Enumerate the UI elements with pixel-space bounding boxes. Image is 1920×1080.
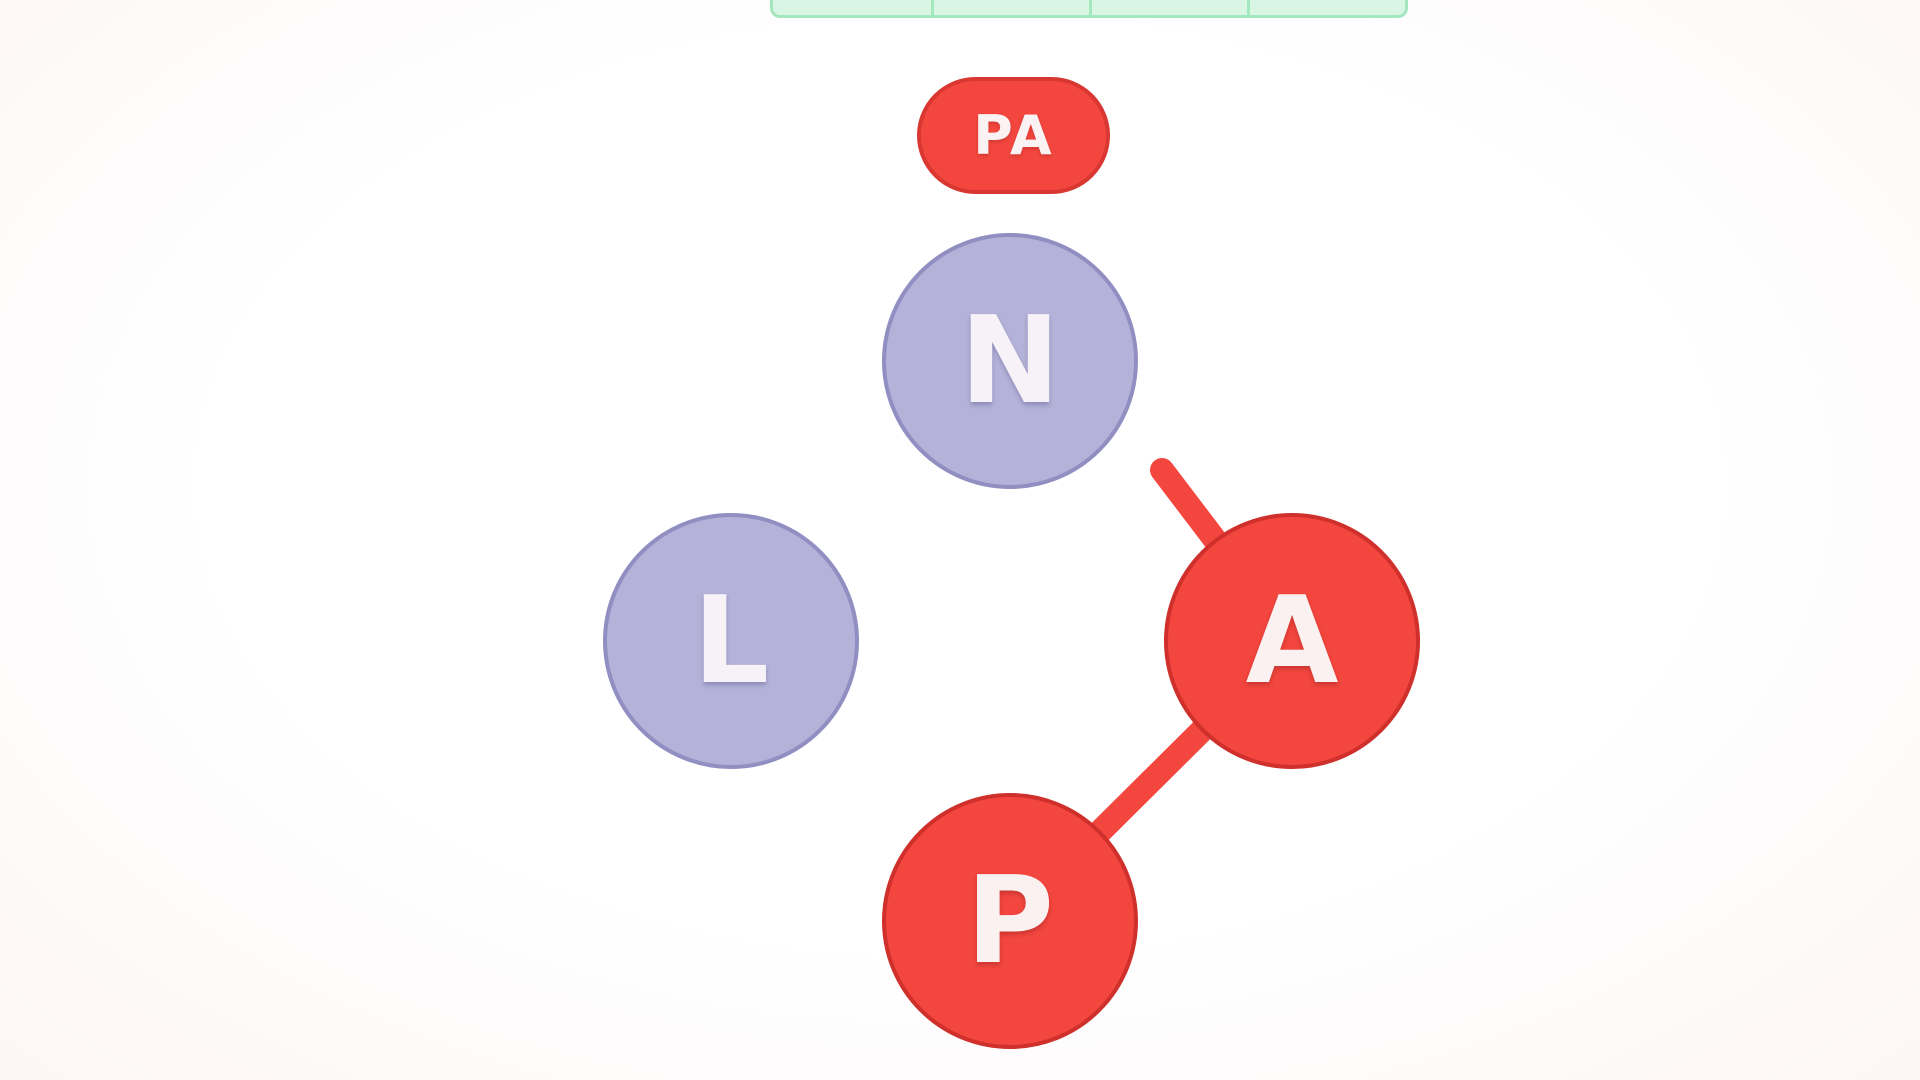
letter-label: L [692,571,770,711]
letter-label: N [959,291,1061,431]
answer-slot [1247,0,1405,15]
letter-circle-p[interactable]: P [882,793,1138,1049]
letter-circle-n[interactable]: N [882,233,1138,489]
letter-circle-a[interactable]: A [1164,513,1420,769]
letter-label: P [966,851,1054,991]
answer-slot [931,0,1089,15]
current-word-badge: PA [917,77,1110,194]
letter-circle-l[interactable]: L [603,513,859,769]
letter-label: A [1245,571,1339,711]
answer-slot [1089,0,1247,15]
answer-slots-row [770,0,1408,18]
